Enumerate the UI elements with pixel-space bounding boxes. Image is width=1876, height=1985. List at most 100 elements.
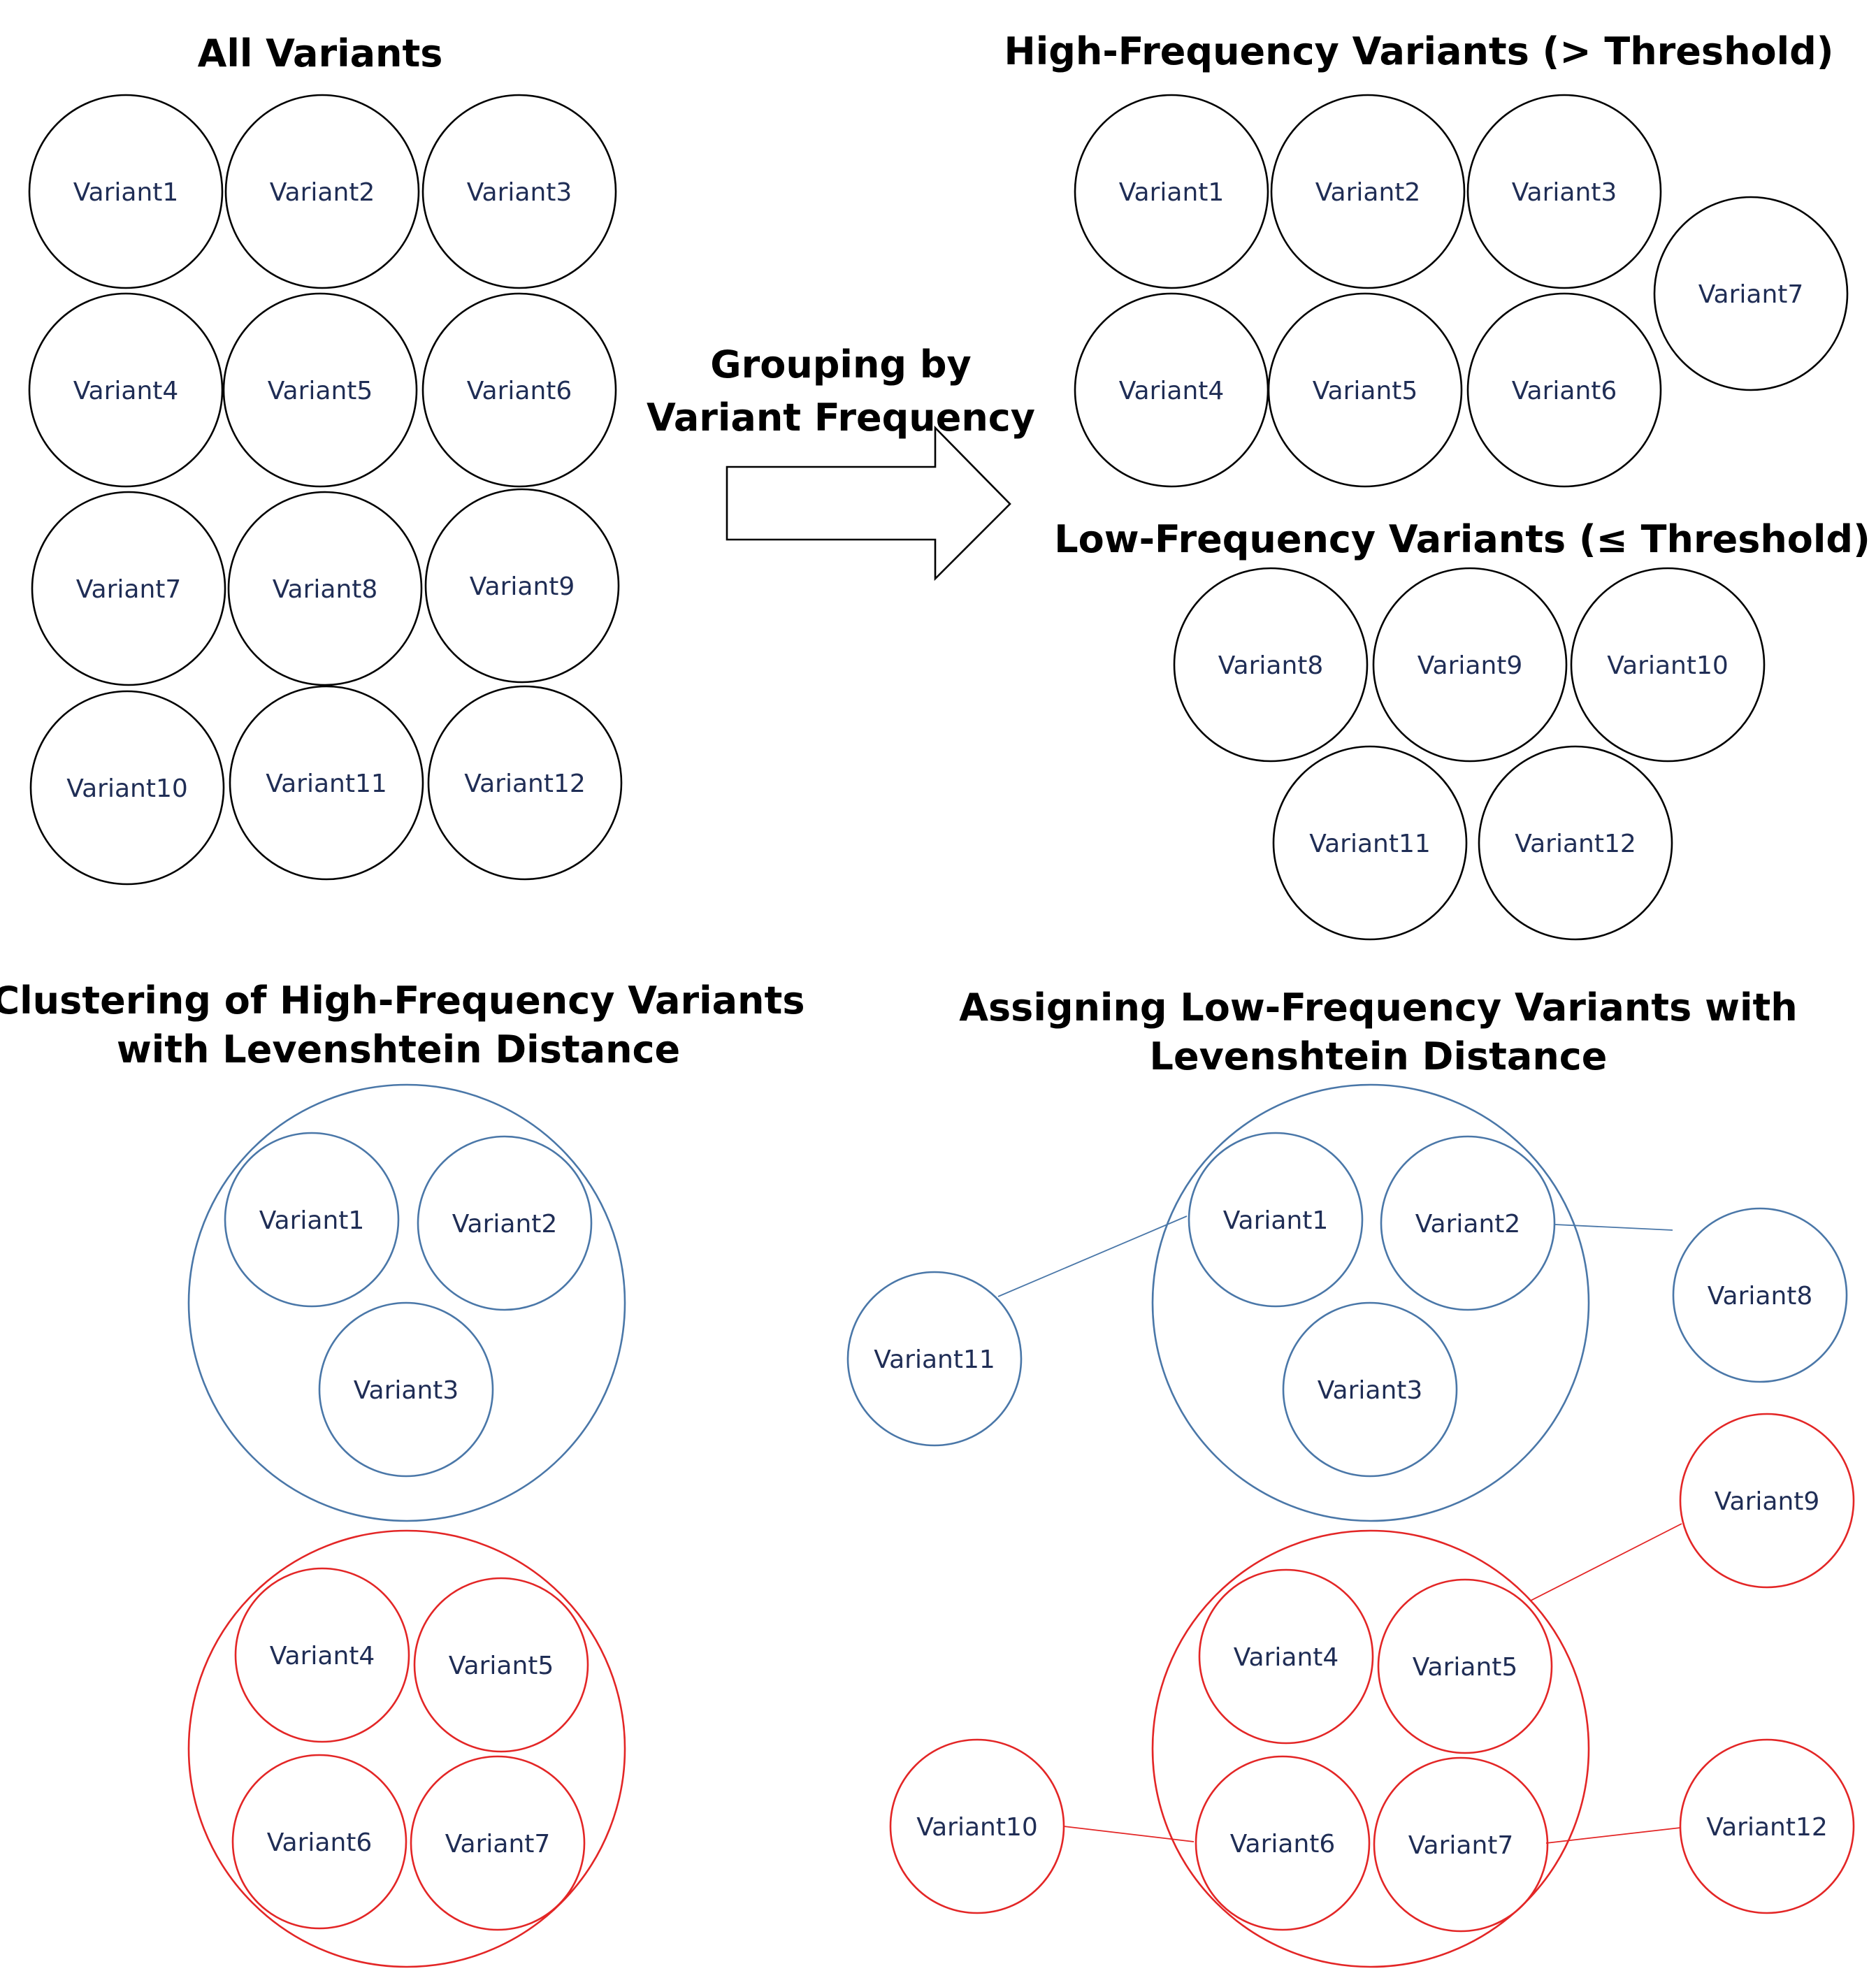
blue-cluster-circle: [1151, 1083, 1590, 1522]
variant-circle: [1380, 1135, 1556, 1311]
clustering-title-line2: with Levenshtein Distance: [117, 1027, 680, 1071]
variant-label: Variant5: [449, 1652, 554, 1680]
variant-label: Variant7: [1408, 1831, 1514, 1860]
variant-label: Variant3: [354, 1376, 459, 1405]
assigning-title-line1: Assigning Low-Frequency Variants with: [959, 986, 1797, 1030]
variant-circle: [1270, 94, 1466, 289]
variant-circle: [424, 488, 620, 684]
variant-label: Variant3: [1318, 1376, 1423, 1405]
variant-label: Variant1: [1223, 1206, 1329, 1235]
variant-label: Variant7: [1698, 280, 1804, 309]
variant-circle: [1267, 292, 1463, 488]
variant-circle: [227, 491, 423, 686]
variant-label: Variant11: [1309, 830, 1431, 858]
high-frequency-panel: Variant1 Variant2 Variant3 Variant7 Vari…: [1074, 94, 1849, 488]
variant-label: Variant6: [1512, 377, 1617, 405]
assignment-link: [1554, 1224, 1673, 1231]
variant-circle: [1466, 94, 1662, 289]
variant-label: Variant4: [73, 377, 179, 405]
variant-label: Variant5: [1413, 1653, 1518, 1682]
variant-circle: [1173, 567, 1369, 763]
variant-circle: [421, 94, 617, 289]
arrow-label-line2: Variant Frequency: [647, 396, 1035, 440]
variant-label: Variant8: [1218, 651, 1324, 680]
variant-circle: [224, 94, 420, 289]
red-cluster-circle: [1151, 1529, 1590, 1968]
variant-label: Variant4: [1119, 377, 1225, 405]
red-cluster-circle: [187, 1529, 626, 1968]
variant-circle: [318, 1301, 494, 1478]
variant-circle: [1282, 1301, 1458, 1478]
variant-circle: [1372, 567, 1568, 763]
variant-label: Variant9: [1417, 651, 1523, 680]
variant-label: Variant4: [1234, 1643, 1339, 1672]
variant-circle: [1570, 567, 1766, 763]
variant-label: Variant5: [268, 377, 373, 405]
variant-circle: [1272, 745, 1468, 941]
blue-cluster-circle: [187, 1083, 626, 1522]
variant-circle: [229, 685, 424, 881]
clustering-panel: Variant1 Variant2 Variant3 Variant4 Vari…: [187, 1083, 626, 1968]
variant-label: Variant6: [467, 377, 572, 405]
variant-circle: [413, 1577, 589, 1753]
variant-circle: [421, 292, 617, 488]
variant-circle: [1195, 1755, 1371, 1931]
variant-circle: [31, 491, 226, 686]
assignment-link: [1063, 1826, 1195, 1842]
variant-label: Variant9: [470, 572, 575, 601]
low-frequency-title: Low-Frequency Variants (≤ Threshold): [1054, 517, 1870, 561]
variant-label: Variant3: [1512, 178, 1617, 207]
variant-circle: [1373, 1756, 1549, 1933]
variant-circle: [1074, 94, 1269, 289]
variant-label: Variant10: [1607, 651, 1729, 680]
arrow-label-line1: Grouping by: [710, 342, 971, 387]
variant-circle: [417, 1135, 593, 1311]
clustering-title-line1: Clustering of High-Frequency Variants: [0, 979, 804, 1023]
variant-label: Variant2: [1415, 1210, 1521, 1239]
variant-circle: [29, 690, 225, 886]
variant-label: Variant4: [270, 1642, 375, 1670]
variant-circle: [231, 1754, 407, 1930]
variant-circle: [846, 1271, 1023, 1447]
variant-label: Variant1: [73, 178, 179, 207]
variant-label: Variant6: [267, 1828, 373, 1857]
variant-circle: [1466, 292, 1662, 488]
variant-circle: [889, 1738, 1065, 1914]
assignment-link: [1545, 1827, 1681, 1844]
variant-label: Variant6: [1230, 1830, 1336, 1858]
variant-label: Variant2: [452, 1210, 558, 1239]
variant-label: Variant10: [916, 1813, 1038, 1842]
variant-label: Variant7: [445, 1830, 551, 1858]
variant-circle: [410, 1755, 586, 1931]
variant-label: Variant3: [467, 178, 572, 207]
variant-label: Variant2: [1315, 178, 1421, 207]
variant-circle: [1478, 745, 1673, 941]
variant-label: Variant12: [1706, 1813, 1828, 1842]
all-variants-panel: Variant1 Variant2 Variant3 Variant4 Vari…: [28, 94, 623, 886]
variant-label: Variant11: [266, 770, 387, 798]
low-frequency-panel: Variant8 Variant9 Variant10 Variant11 Va…: [1173, 567, 1766, 941]
variant-label: Variant1: [1119, 178, 1225, 207]
variant-label: Variant7: [76, 575, 182, 604]
variant-circle: [28, 94, 224, 289]
variant-circle: [234, 1567, 410, 1743]
variant-label: Variant11: [874, 1345, 995, 1374]
variant-circle: [1679, 1738, 1855, 1914]
variant-circle: [1672, 1207, 1848, 1383]
variant-circle: [427, 685, 623, 881]
variant-circle: [1679, 1413, 1855, 1589]
variant-circle: [1188, 1132, 1364, 1308]
grouping-arrow: [726, 425, 1011, 582]
variant-label: Variant1: [259, 1206, 365, 1235]
variant-label: Variant12: [1515, 830, 1636, 858]
variant-circle: [1377, 1578, 1553, 1754]
variant-label: Variant12: [464, 770, 586, 798]
high-frequency-title: High-Frequency Variants (> Threshold): [1004, 29, 1834, 73]
variant-label: Variant8: [1708, 1282, 1813, 1311]
variant-circle: [1653, 196, 1849, 391]
variant-label: Variant9: [1715, 1487, 1820, 1516]
assignment-link: [1530, 1523, 1682, 1601]
variant-circle: [222, 292, 418, 488]
all-variants-title: All Variants: [198, 31, 443, 75]
